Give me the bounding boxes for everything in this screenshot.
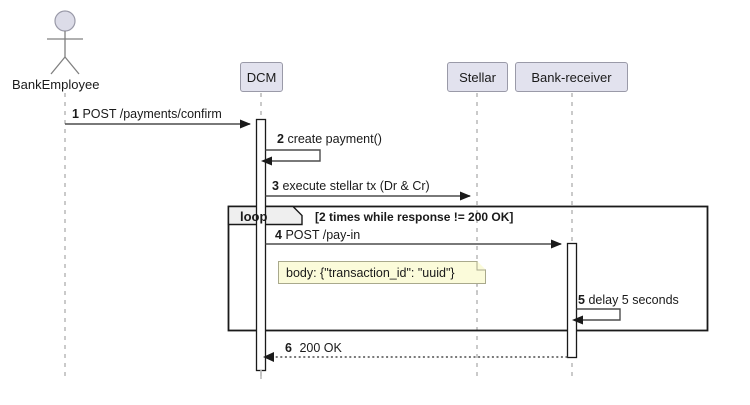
message-5-text: delay 5 seconds	[588, 293, 679, 307]
activation-bar-bankreceiver	[566, 242, 578, 359]
participant-label-bankemployee: BankEmployee	[12, 77, 100, 92]
message-5-number: 5	[578, 293, 585, 307]
message-4-number: 4	[275, 228, 282, 242]
note-text: body: {"transaction_id": "uuid"}	[286, 265, 455, 280]
message-5-self-arrow	[572, 308, 621, 325]
participant-box-bankreceiver[interactable]: Bank-receiver	[515, 62, 628, 92]
participant-box-dcm[interactable]: DCM	[240, 62, 283, 92]
message-2-self-arrow	[261, 149, 321, 166]
activation-bar-dcm	[255, 118, 267, 372]
message-3-text: execute stellar tx (Dr & Cr)	[282, 179, 430, 193]
participant-label-dcm: DCM	[246, 69, 277, 85]
actor-bankemployee-figure	[47, 10, 83, 75]
message-2-number: 2	[277, 132, 284, 146]
message-1-text: POST /payments/confirm	[82, 107, 222, 121]
message-4-text: POST /pay-in	[285, 228, 361, 242]
participant-label-bankreceiver: Bank-receiver	[531, 69, 612, 85]
message-1-label: 1 POST /payments/confirm	[72, 108, 222, 121]
message-3-number: 3	[272, 179, 279, 193]
loop-fragment-condition: [2 times while response != 200 OK]	[315, 210, 514, 224]
participant-box-stellar[interactable]: Stellar	[447, 62, 508, 92]
message-3-label: 3 execute stellar tx (Dr & Cr)	[272, 180, 430, 193]
message-2-label: 2 create payment()	[277, 133, 382, 146]
participant-label-stellar: Stellar	[459, 69, 496, 85]
message-6-number: 6	[285, 341, 292, 355]
message-6-text: 200 OK	[299, 341, 342, 355]
message-5-label: 5 delay 5 seconds	[578, 294, 679, 307]
message-1-number: 1	[72, 107, 79, 121]
note-message-body: body: {"transaction_id": "uuid"}	[278, 261, 486, 284]
message-6-label: 6 200 OK	[285, 342, 342, 355]
loop-fragment-operator: loop	[240, 209, 268, 224]
message-4-label: 4 POST /pay-in	[275, 229, 360, 242]
message-2-text: create payment()	[287, 132, 382, 146]
message-6-arrow	[263, 352, 568, 362]
